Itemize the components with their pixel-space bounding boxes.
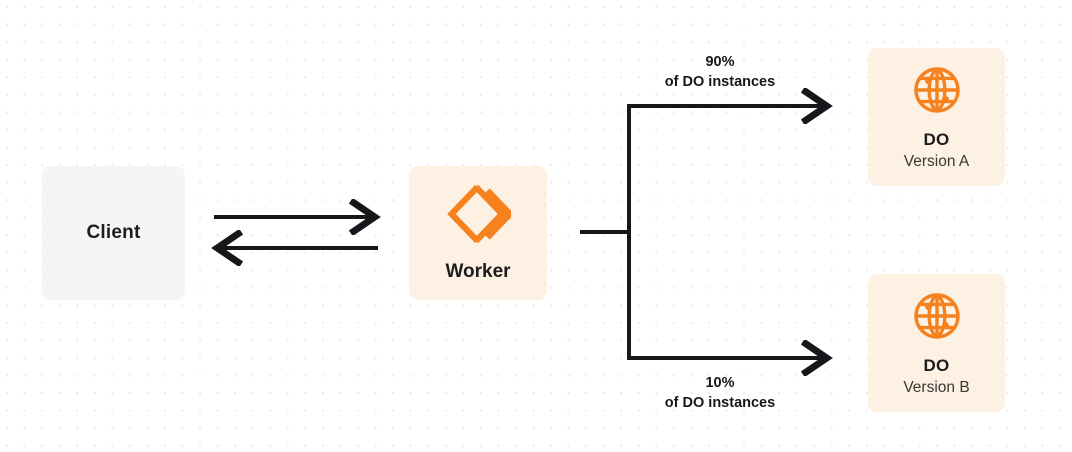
node-do-version-a[interactable]: DO Version A: [868, 48, 1005, 186]
edge-label-do-b-description: of DO instances: [664, 395, 776, 411]
globe-icon: [909, 62, 965, 118]
node-worker-label: Worker: [445, 261, 511, 282]
edge-label-do-a: 90% of DO instances: [604, 52, 836, 92]
cloudflare-workers-icon: [445, 183, 515, 245]
edge-label-do-b: 10% of DO instances: [604, 373, 836, 413]
node-do-b-version: Version B: [903, 379, 970, 397]
node-do-a-label: DO: [923, 130, 950, 150]
node-do-a-version: Version A: [903, 153, 970, 171]
edge-label-do-a-description: of DO instances: [664, 74, 776, 90]
node-do-version-b[interactable]: DO Version B: [868, 274, 1005, 412]
node-do-b-label: DO: [923, 356, 950, 376]
node-client[interactable]: Client: [42, 166, 185, 300]
edge-label-do-b-percent: 10%: [705, 375, 735, 391]
node-client-label: Client: [86, 221, 141, 243]
edge-label-do-a-percent: 90%: [705, 54, 735, 70]
node-worker[interactable]: Worker: [409, 166, 547, 300]
globe-icon: [909, 288, 965, 344]
